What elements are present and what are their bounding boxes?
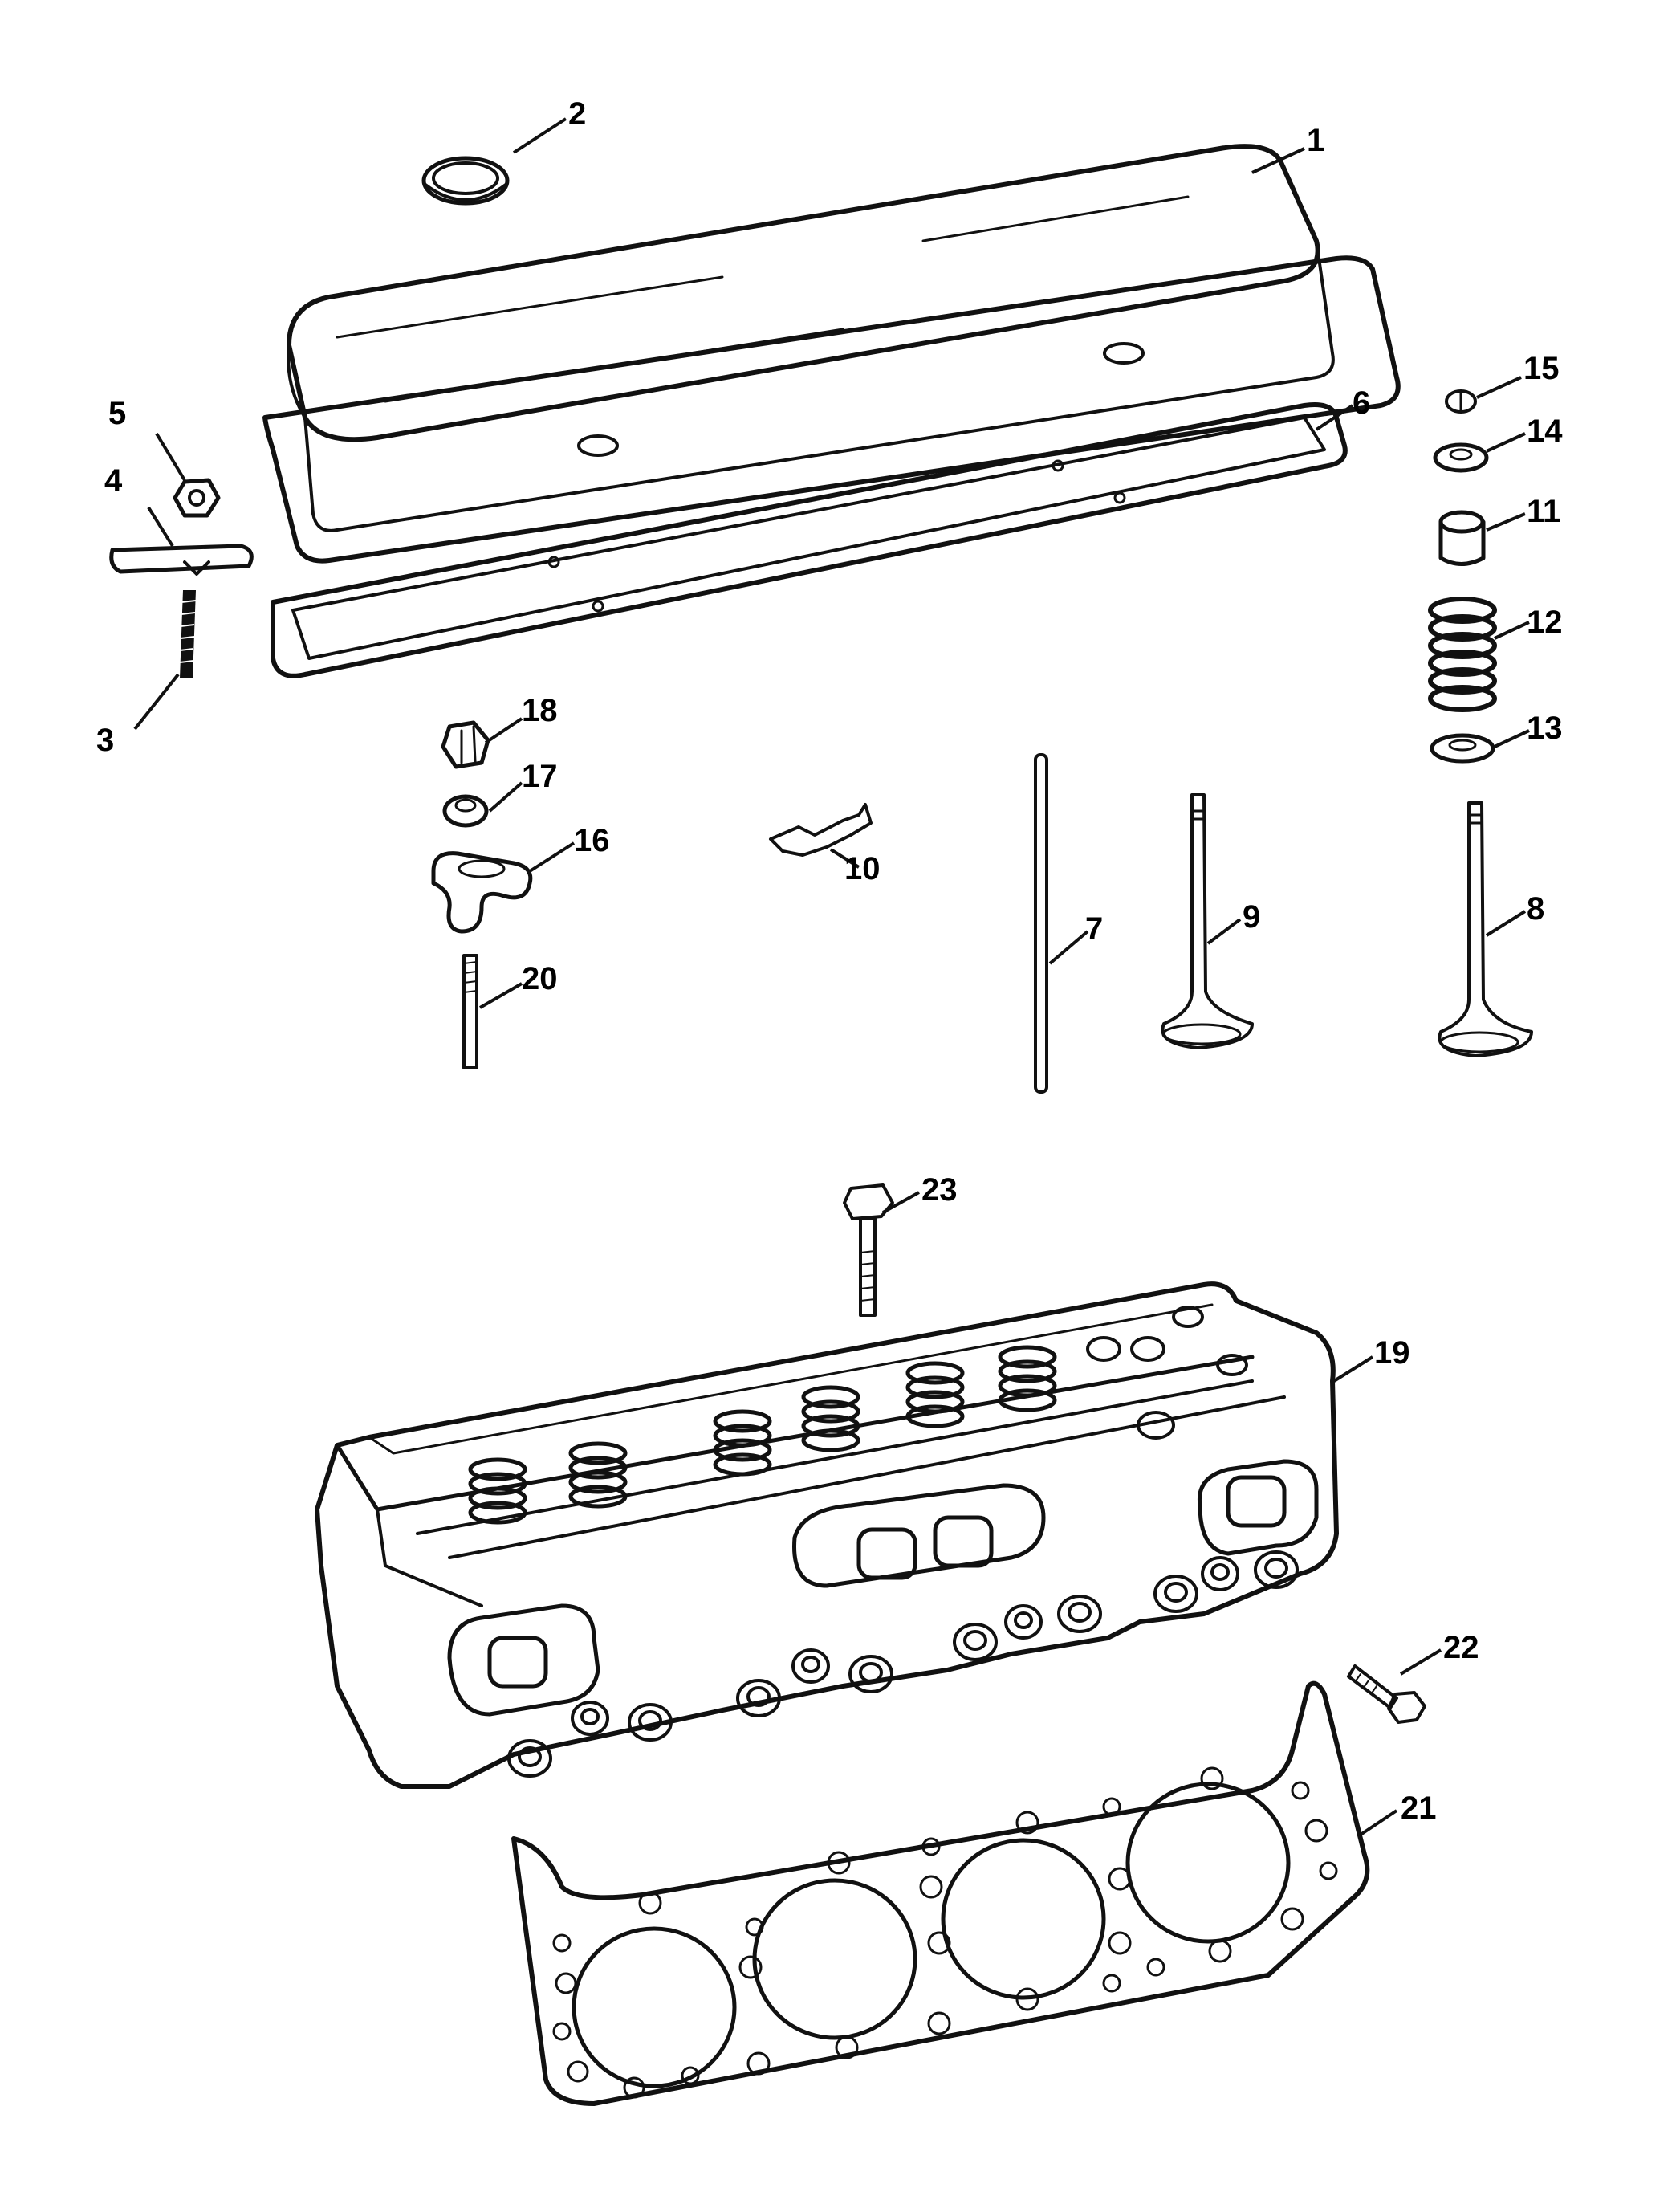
part-head-bolt-long <box>843 1183 894 1317</box>
callout-6: 6 <box>1353 385 1370 421</box>
callout-21: 21 <box>1401 1790 1437 1826</box>
leader-lines <box>133 117 1530 1836</box>
callout-16: 16 <box>574 823 610 858</box>
part-spring-seat <box>1430 733 1495 764</box>
part-rocker-nut <box>441 720 490 769</box>
callout-14: 14 <box>1527 414 1563 449</box>
part-head-gasket <box>511 1680 1370 2106</box>
gasket-bores <box>572 1782 1291 2088</box>
part-pushrod-guide <box>769 803 873 857</box>
callout-15: 15 <box>1523 351 1560 386</box>
callout-5: 5 <box>108 396 126 431</box>
part-spring-cap <box>1433 442 1489 473</box>
callout-3: 3 <box>96 723 114 758</box>
callout-13: 13 <box>1527 711 1563 746</box>
callout-17: 17 <box>522 759 558 794</box>
part-rocker-ball <box>442 794 489 828</box>
callout-8: 8 <box>1527 891 1544 927</box>
head-valve-springs <box>468 1345 1057 1525</box>
callout-11: 11 <box>1527 494 1560 529</box>
part-intake-valve <box>1161 793 1254 1049</box>
callout-12: 12 <box>1527 605 1563 640</box>
part-rocker-stud <box>462 954 478 1069</box>
part-valve-keys <box>1445 389 1477 414</box>
callout-7: 7 <box>1085 911 1103 947</box>
part-nut <box>173 478 221 518</box>
callout-4: 4 <box>104 463 123 499</box>
part-rocker-cover <box>262 144 1401 564</box>
part-exhaust-valve <box>1438 801 1533 1057</box>
callout-22: 22 <box>1443 1630 1479 1665</box>
callout-1: 1 <box>1307 123 1324 158</box>
callout-18: 18 <box>522 693 558 728</box>
part-cylinder-head <box>315 1281 1339 1789</box>
callout-23: 23 <box>921 1172 958 1208</box>
part-oil-shield <box>1438 510 1486 566</box>
callout-10: 10 <box>844 851 881 886</box>
callout-20: 20 <box>522 961 558 996</box>
part-clamp <box>109 544 254 576</box>
part-pushrod <box>1034 753 1048 1094</box>
part-valve-spring <box>1428 597 1497 712</box>
part-head-bolt-short <box>1347 1664 1426 1724</box>
part-rocker-cover-gasket <box>271 402 1348 678</box>
callout-2: 2 <box>568 96 586 132</box>
gasket-holes <box>552 1766 1338 2099</box>
part-oil-filler-cap <box>421 156 510 206</box>
part-rocker-arm <box>431 851 533 934</box>
callout-labels: 2 1 3 4 5 6 7 8 9 10 11 12 13 14 15 16 1… <box>96 96 1563 1826</box>
callout-19: 19 <box>1374 1335 1410 1371</box>
part-stud <box>179 590 197 678</box>
callout-9: 9 <box>1243 899 1260 935</box>
head-bolt-bosses <box>507 1306 1299 1778</box>
